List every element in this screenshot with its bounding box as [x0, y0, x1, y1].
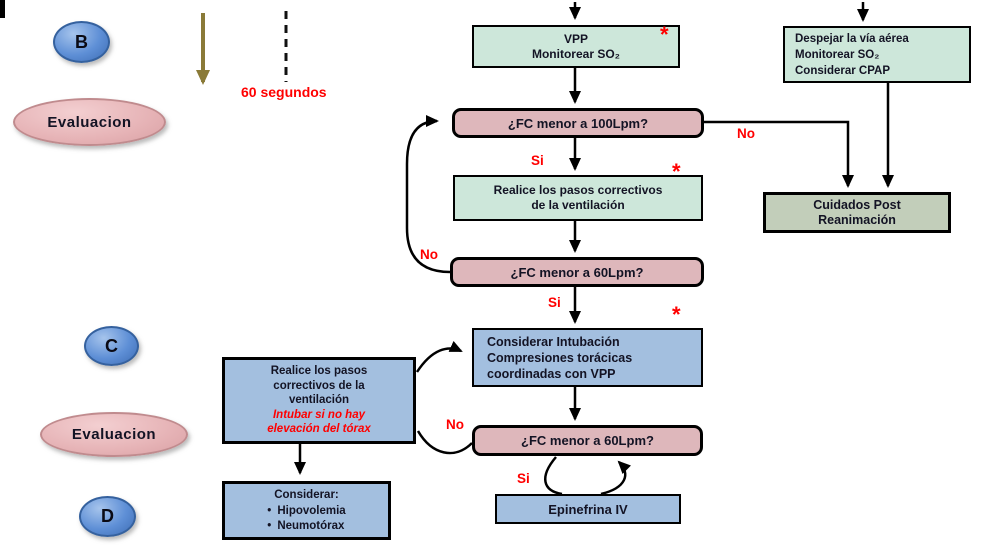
pasos-line-1: Realice los pasos correctivos — [493, 183, 663, 197]
fc60b-si-label: Si — [517, 471, 530, 486]
fc-100-label: ¿FC menor a 100Lpm? — [507, 115, 649, 131]
despejar-line-1: Despejar la vía aérea — [795, 32, 909, 45]
stage-b-label: B — [75, 31, 88, 52]
pasos-correctivos-2-box: Realice los pasos correctivos de la vent… — [222, 357, 416, 444]
fc-60-decision-1: ¿FC menor a 60Lpm? — [450, 257, 704, 287]
considerar-bullet-2: Neumotórax — [277, 519, 345, 532]
considerar-intubacion-box: Considerar Intubación Compresiones torác… — [472, 328, 703, 387]
fc60b-no-label: No — [446, 417, 464, 432]
vpp-box: VPP Monitorear SO₂ — [472, 25, 680, 68]
fc100-si-label: Si — [531, 153, 544, 168]
intubacion-asterisk: * — [672, 302, 681, 327]
list-item: • Neumotórax — [267, 519, 344, 534]
pasos2-warning-2: elevación del tórax — [267, 423, 371, 436]
vpp-asterisk: * — [660, 22, 669, 47]
stage-c-ellipse: C — [84, 326, 139, 366]
list-item: • Hipovolemia — [267, 504, 345, 519]
stage-d-ellipse: D — [79, 496, 136, 537]
pasos2-line-2: correctivos de la — [273, 379, 365, 392]
despejar-line-3: Considerar CPAP — [795, 64, 891, 77]
considerar-bullet-list: • Hipovolemia • Neumotórax — [267, 504, 345, 534]
considerar-d-box: Considerar: • Hipovolemia • Neumotórax — [222, 481, 391, 540]
intubacion-line-2: Compresiones torácicas — [487, 350, 633, 365]
cuidados-post-box: Cuidados Post Reanimación — [763, 192, 951, 233]
curve-fc60b-no-to-pasos2 — [416, 430, 473, 455]
sixty-seconds-label: 60 segundos — [241, 84, 327, 100]
fc-60b-label: ¿FC menor a 60Lpm? — [521, 433, 654, 448]
fc60a-si-label: Si — [548, 295, 561, 310]
vpp-line-1: VPP — [563, 31, 588, 46]
stage-d-label: D — [101, 506, 114, 526]
cuidados-line-1: Cuidados Post — [813, 197, 901, 212]
arrow-epinefrina-to-fc60b — [600, 460, 632, 496]
bullet-icon: • — [267, 519, 272, 532]
despejar-via-aerea-box: Despejar la vía aérea Monitorear SO₂ Con… — [783, 26, 971, 83]
pasos-correctivos-box: Realice los pasos correctivos de la vent… — [453, 175, 703, 221]
stage-c-label: C — [105, 335, 118, 356]
fc-100-decision: ¿FC menor a 100Lpm? — [452, 108, 704, 138]
despejar-line-2: Monitorear SO₂ — [795, 48, 880, 61]
fc-60-decision-2: ¿FC menor a 60Lpm? — [472, 425, 703, 456]
pasos2-line-1: Realice los pasos — [270, 365, 368, 378]
loop-fc60a-no-to-fc100 — [405, 115, 451, 274]
curve-fc60b-si-to-epinefrina — [544, 456, 563, 496]
considerar-title: Considerar: — [274, 488, 339, 501]
pasos-asterisk: * — [672, 159, 681, 184]
evaluacion-2-label: Evaluacion — [71, 426, 157, 443]
pasos2-line-3: ventilación — [288, 394, 350, 407]
evaluacion-ellipse-2: Evaluacion — [40, 412, 188, 457]
evaluacion-ellipse-1: Evaluacion — [13, 98, 166, 146]
fc100-no-label: No — [737, 126, 755, 141]
fc-60a-label: ¿FC menor a 60Lpm? — [510, 264, 644, 280]
intubacion-line-1: Considerar Intubación — [487, 334, 620, 349]
evaluacion-1-label: Evaluacion — [47, 113, 132, 131]
pasos-line-2: de la ventilación — [531, 198, 625, 212]
arrow-pasos2-to-intubacion — [415, 340, 463, 373]
pasos2-warning-1: Intubar si no hay — [272, 408, 365, 421]
considerar-bullet-1: Hipovolemia — [277, 504, 346, 517]
bullet-icon: • — [267, 504, 272, 517]
vpp-line-2: Monitorear SO₂ — [531, 46, 620, 61]
epinefrina-label: Epinefrina IV — [548, 501, 628, 517]
fc60a-no-label: No — [420, 247, 438, 262]
corner-crop-mark — [0, 0, 5, 18]
cuidados-line-2: Reanimación — [818, 212, 896, 227]
stage-b-ellipse: B — [53, 21, 110, 63]
intubacion-line-3: coordinadas con VPP — [487, 366, 616, 381]
epinefrina-box: Epinefrina IV — [495, 494, 681, 524]
arrow-fc100-no-to-cuidados — [704, 120, 854, 188]
